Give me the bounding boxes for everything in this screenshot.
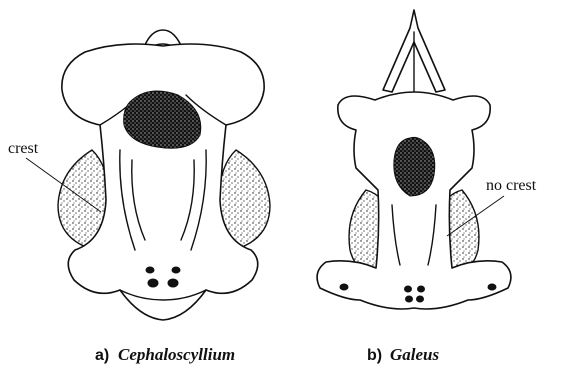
caption-b-letter: b) xyxy=(367,347,382,364)
label-crest: crest xyxy=(8,140,39,157)
caption-b: b) Galeus xyxy=(367,345,440,364)
caption-b-genus: Galeus xyxy=(390,345,440,364)
foramen-a2 xyxy=(172,267,180,273)
foramen-a4 xyxy=(168,279,178,287)
skull-cephaloscyllium xyxy=(58,30,270,320)
cranium-outline-b xyxy=(317,92,511,309)
fontanelle-b xyxy=(394,137,435,196)
skull-galeus xyxy=(317,10,511,309)
lateral-foramen-right-b xyxy=(488,284,496,290)
foramen-a3 xyxy=(148,279,158,287)
foramen-b2 xyxy=(418,286,425,292)
caption-a: a) Cephaloscyllium xyxy=(95,345,235,364)
lateral-foramen-left-b xyxy=(340,284,348,290)
foramen-b4 xyxy=(417,296,424,302)
caption-a-genus: Cephaloscyllium xyxy=(118,345,235,364)
label-no-crest: no crest xyxy=(486,177,537,194)
caption-a-letter: a) xyxy=(95,347,109,364)
foramen-b3 xyxy=(406,296,413,302)
foramen-a1 xyxy=(146,267,154,273)
foramen-b1 xyxy=(405,286,412,292)
